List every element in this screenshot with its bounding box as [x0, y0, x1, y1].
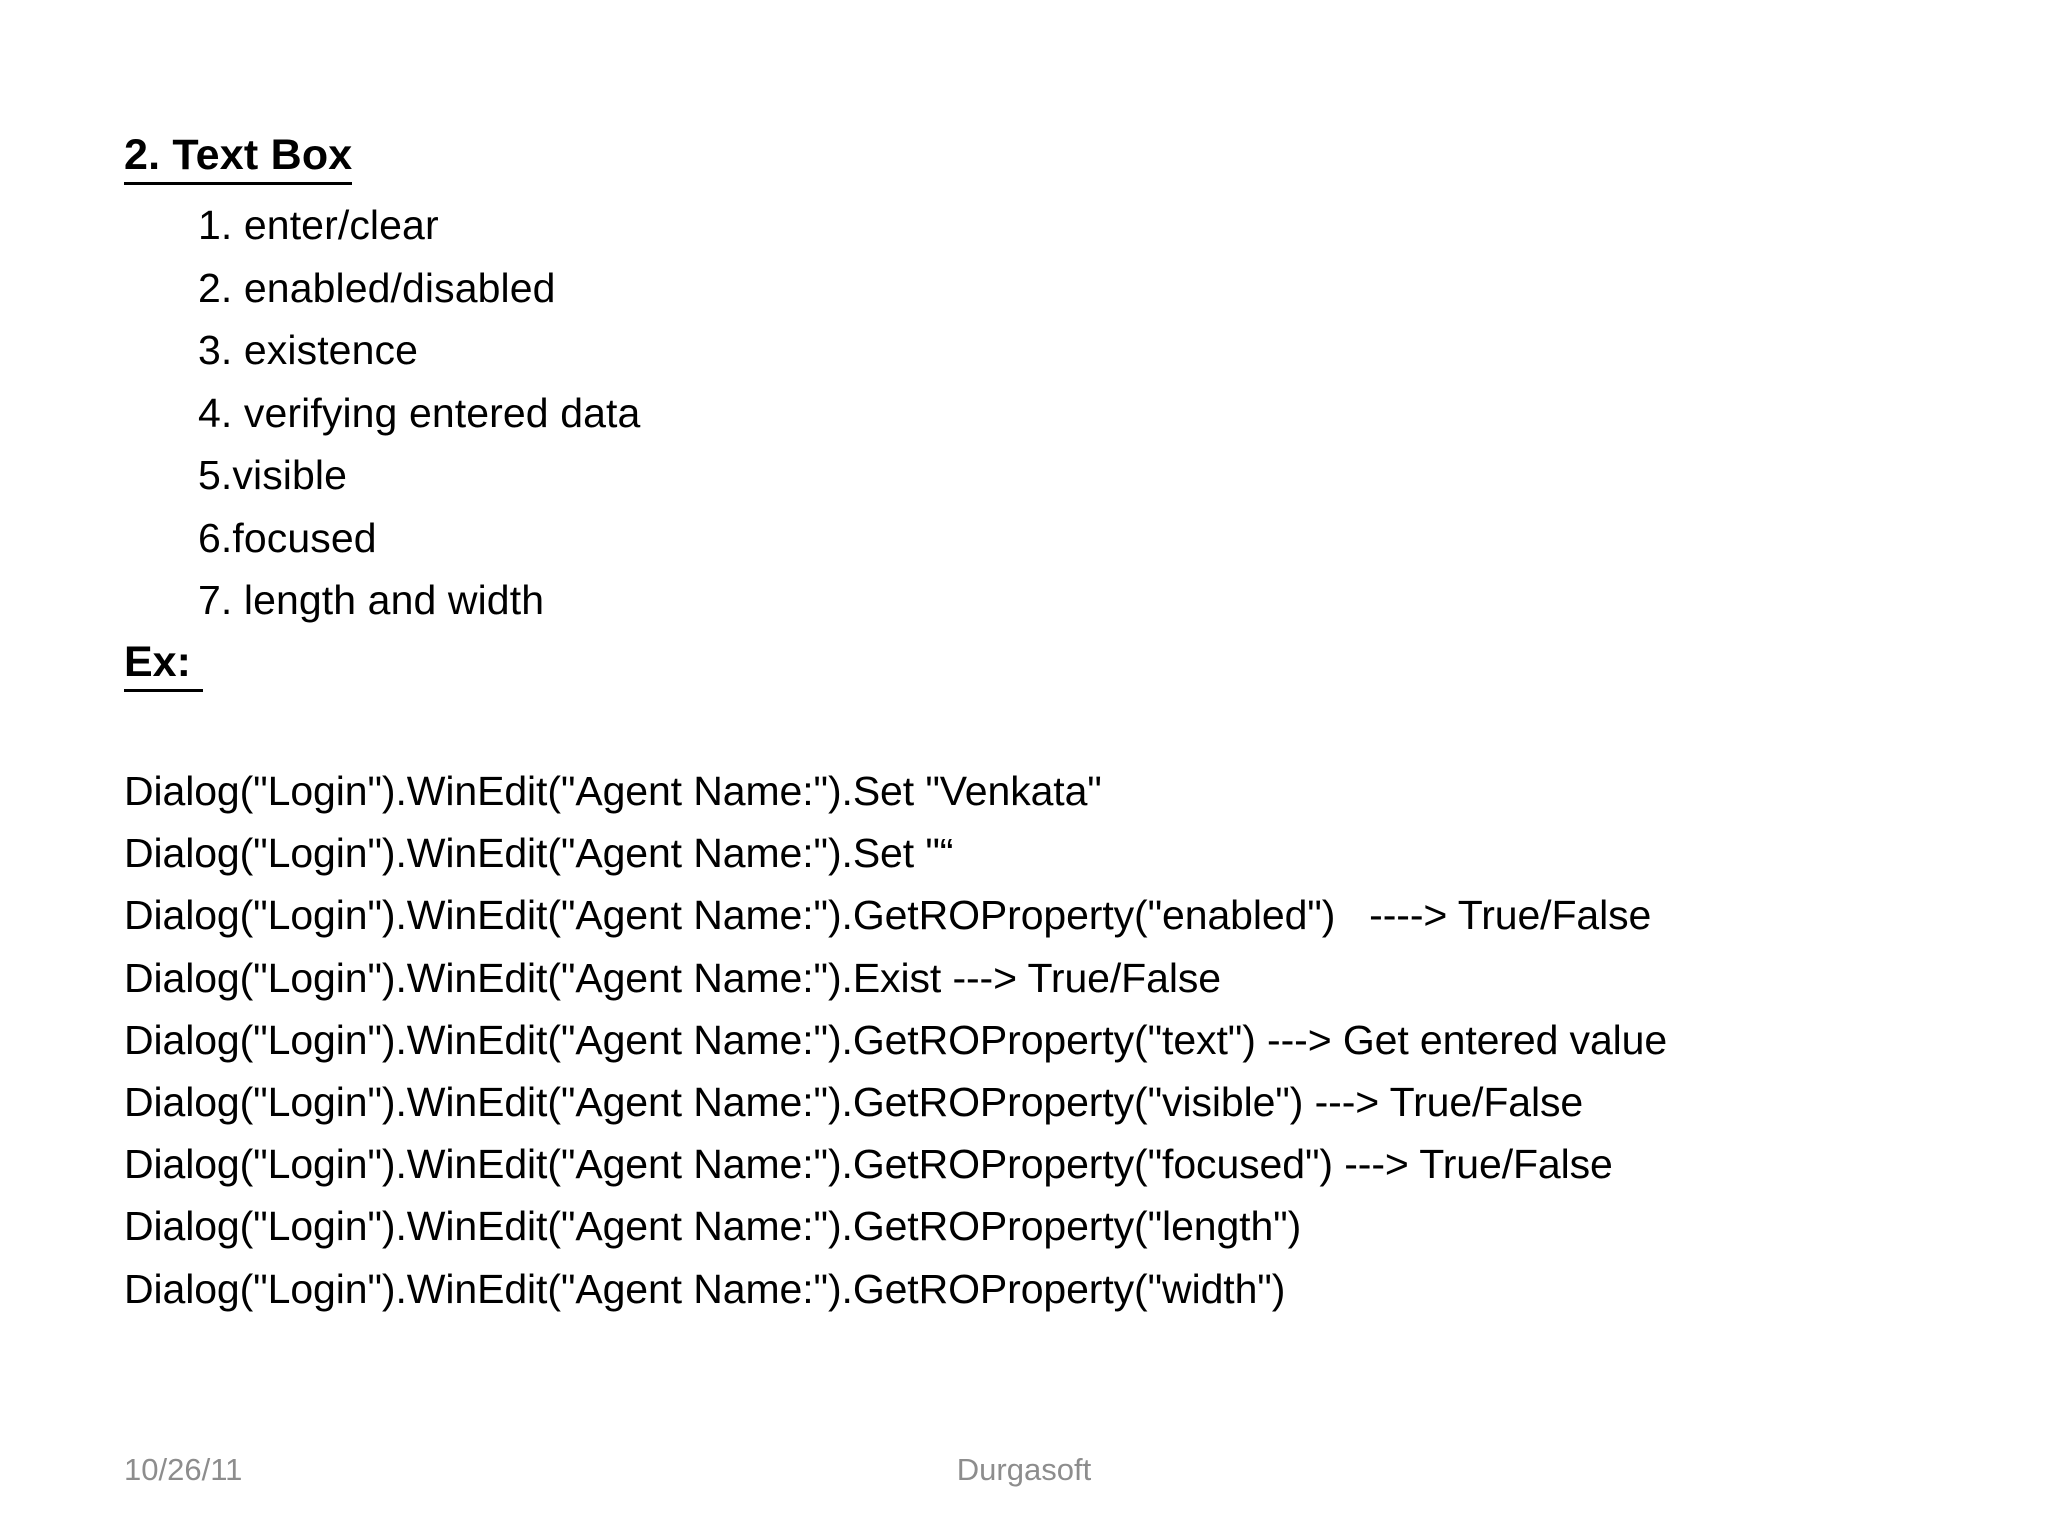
list-item: 5.visible: [198, 452, 348, 498]
code-line: Dialog("Login").WinEdit("Agent Name:").S…: [124, 768, 1102, 814]
code-line: Dialog("Login").WinEdit("Agent Name:").G…: [124, 1203, 1302, 1250]
example-label: Ex:: [124, 641, 203, 692]
slide-heading: 2. Text Box: [124, 134, 353, 185]
footer-date: 10/26/11: [124, 1452, 243, 1487]
list-item: 3. existence: [198, 327, 418, 373]
code-line: Dialog("Login").WinEdit("Agent Name:").S…: [124, 830, 954, 877]
slide-footer: 10/26/11 Durgasoft: [0, 1452, 2048, 1512]
code-line: Dialog("Login").WinEdit("Agent Name:").G…: [124, 892, 1652, 939]
code-line: Dialog("Login").WinEdit("Agent Name:").G…: [124, 1141, 1613, 1188]
list-item: 2. enabled/disabled: [198, 264, 556, 311]
list-item: 7. length and width: [198, 577, 545, 623]
code-line: Dialog("Login").WinEdit("Agent Name:").G…: [124, 1265, 1286, 1312]
slide-heading-text: 2. Text Box: [124, 134, 353, 185]
list-item: 4. verifying entered data: [198, 389, 641, 436]
code-block: Dialog("Login").WinEdit("Agent Name:").S…: [124, 760, 2004, 1320]
feature-list: 1. enter/clear 2. enabled/disabled 3. ex…: [198, 194, 1398, 632]
list-item: 1. enter/clear: [198, 202, 439, 248]
list-item: 6.focused: [198, 514, 377, 561]
footer-branding: Durgasoft: [956, 1452, 1092, 1487]
example-label-text: Ex:: [124, 641, 203, 692]
code-line: Dialog("Login").WinEdit("Agent Name:").G…: [124, 1016, 1668, 1063]
code-line: Dialog("Login").WinEdit("Agent Name:").E…: [124, 954, 1221, 1001]
code-line: Dialog("Login").WinEdit("Agent Name:").G…: [124, 1079, 1584, 1126]
